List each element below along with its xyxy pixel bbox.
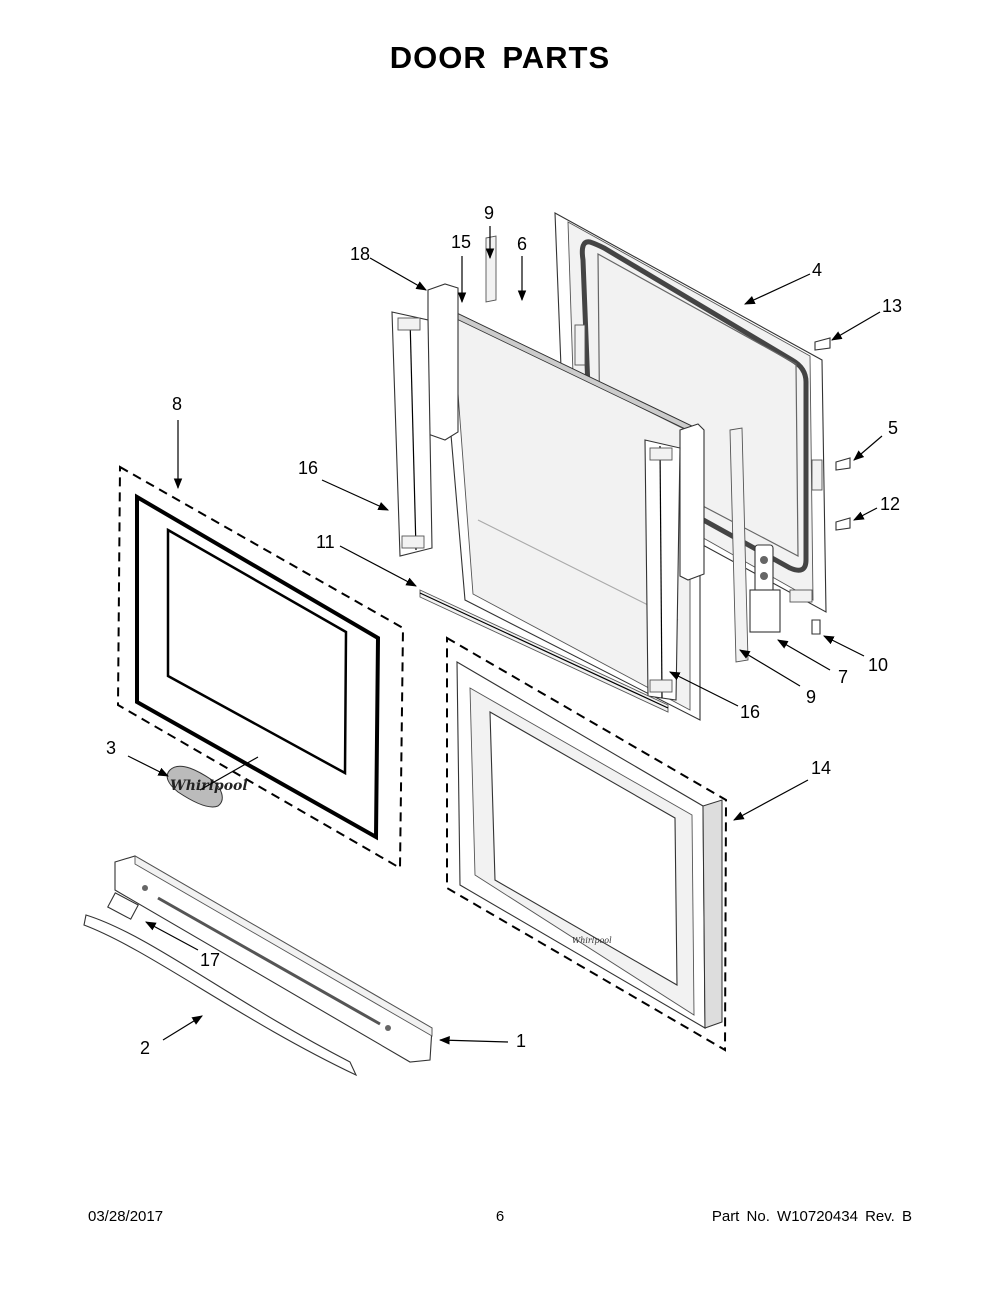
callout-4: 4 [812, 260, 822, 280]
logo-badge: Whirlpool [166, 765, 248, 808]
insulation-block [427, 283, 705, 581]
svg-text:Whirlpool: Whirlpool [170, 778, 248, 794]
screw-12 [835, 517, 851, 531]
screw-10 [811, 619, 821, 635]
handle-end-cap [107, 892, 139, 920]
leader-11 [339, 545, 417, 587]
callout-18: 18 [350, 244, 370, 264]
door-gasket-top [485, 235, 497, 303]
inner-door-panel [554, 212, 827, 613]
leader-3 [127, 755, 169, 777]
footer-date: 03/28/2017 [88, 1208, 164, 1225]
glass-pane [439, 304, 701, 721]
leader-10 [823, 635, 865, 657]
callout-8: 8 [172, 394, 182, 414]
leader-17 [145, 921, 199, 951]
svg-text:Whirlpool: Whirlpool [572, 936, 612, 945]
leader-4 [744, 273, 811, 305]
callout-2: 2 [140, 1038, 150, 1058]
leader-2 [162, 1015, 203, 1041]
callout-5: 5 [888, 418, 898, 438]
callout-15: 15 [451, 232, 471, 252]
callout-11: 11 [316, 532, 335, 552]
leader-7 [777, 639, 831, 671]
callout-labels: 18 15 9 6 4 13 5 12 8 16 11 16 9 7 10 14… [106, 203, 902, 1058]
page-title: DOOR PARTS [389, 40, 611, 75]
callout-9-top: 9 [484, 203, 494, 223]
leader-5 [853, 435, 883, 461]
callout-7: 7 [838, 667, 848, 687]
leader-14 [733, 779, 809, 821]
leader-16a [321, 479, 389, 511]
callout-1: 1 [516, 1031, 526, 1051]
leader-1 [438, 1035, 509, 1045]
leader-12 [853, 507, 878, 521]
footer-page-number: 6 [495, 1208, 505, 1225]
door-handle [83, 914, 358, 1077]
screw-13 [814, 337, 831, 351]
leader-8-inner [199, 756, 259, 791]
leader-16b [669, 671, 739, 707]
footer-part-number: Part No. W10720434 Rev. B [711, 1208, 912, 1225]
left-door-channel [391, 311, 433, 557]
callout-9-bottom: 9 [806, 687, 816, 707]
screw-5 [835, 457, 851, 471]
callout-3: 3 [106, 738, 116, 758]
leader-lines [127, 226, 883, 1045]
leader-13 [831, 311, 881, 341]
callout-16-left: 16 [298, 458, 318, 478]
door-trim-base [114, 855, 433, 1063]
door-hinge [749, 544, 781, 633]
door-gasket-side [729, 427, 749, 663]
callout-14: 14 [811, 758, 831, 778]
callout-17: 17 [200, 950, 220, 970]
outer-door-panel: Whirlpool [446, 636, 728, 1052]
callout-10: 10 [868, 655, 888, 675]
callout-12: 12 [880, 494, 900, 514]
bottom-seal-strip [419, 589, 669, 713]
outer-glass-panel [116, 465, 405, 870]
right-door-channel [644, 439, 681, 701]
callout-16-right: 16 [740, 702, 760, 722]
callout-13: 13 [882, 296, 902, 316]
leader-18 [369, 257, 427, 291]
callout-6: 6 [517, 234, 527, 254]
leader-9b [739, 649, 801, 687]
